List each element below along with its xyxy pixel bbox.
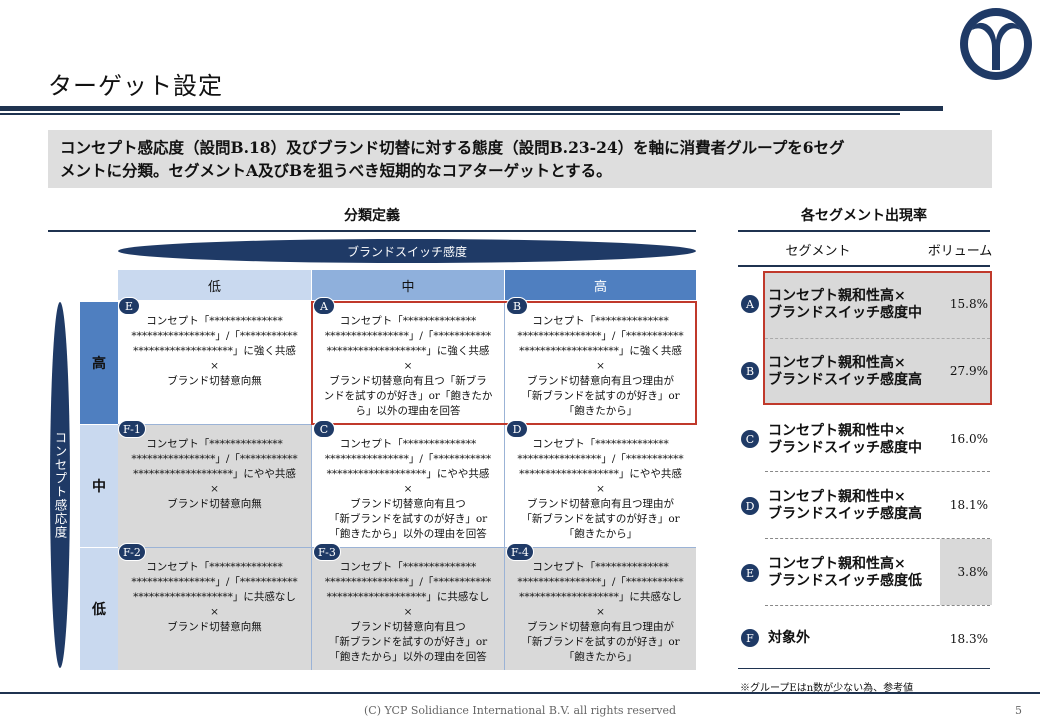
segment-cell-text: コンセプト「************** ****************」/「…	[323, 315, 493, 417]
segment-cell-text: コンセプト「************** ****************」/「…	[131, 561, 298, 633]
segment-badge-E: E	[741, 564, 759, 582]
classification-heading-rule	[48, 230, 696, 232]
classification-heading: 分類定義	[344, 208, 400, 224]
segment-badge-A: A	[741, 295, 759, 313]
summary-line-2: メントに分類。セグメントA及びBを狙うべき短期的なコアターゲットとする。	[60, 161, 612, 180]
volume-column-header: ボリューム	[927, 244, 993, 259]
title-rule-thin	[0, 113, 900, 115]
segment-cell-F1: コンセプト「************** ****************」/「…	[118, 425, 311, 547]
segment-cell-F2: コンセプト「************** ****************」/「…	[118, 548, 311, 670]
segment-badge-B: B	[741, 362, 759, 380]
segment-volume-A: 15.8%	[949, 297, 988, 311]
segment-cell-E: コンセプト「************** ****************」/「…	[118, 302, 311, 424]
segment-cell-text: コンセプト「************** ****************」/「…	[517, 561, 684, 663]
grid-line	[311, 302, 312, 670]
segment-badge-D: D	[741, 497, 759, 515]
segment-label-E: コンセプト親和性高× ブランドスイッチ感度低	[768, 556, 922, 589]
copyright: (C) YCP Solidiance International B.V. al…	[363, 704, 677, 717]
row-divider	[765, 605, 990, 606]
segment-cell-D: コンセプト「************** ****************」/「…	[505, 425, 696, 547]
segment-cell-text: コンセプト「************** ****************」/「…	[131, 315, 298, 387]
segment-label-B: コンセプト親和性高× ブランドスイッチ感度高	[768, 355, 922, 388]
segment-cell-F3: コンセプト「************** ****************」/「…	[312, 548, 504, 670]
grid-line	[504, 302, 505, 670]
segment-volume-C: 16.0%	[949, 432, 988, 446]
badge-F4: F-4	[506, 543, 534, 561]
row-divider	[765, 471, 990, 472]
column-header-mid: 中	[312, 270, 504, 300]
column-header-low: 低	[118, 270, 311, 300]
segment-share-heading-rule	[738, 230, 990, 232]
row-divider	[765, 338, 990, 339]
badge-F2: F-2	[118, 543, 146, 561]
segment-table-header-rule	[738, 265, 990, 267]
badge-D: D	[506, 420, 528, 438]
segment-label-C: コンセプト親和性中× ブランドスイッチ感度中	[768, 423, 922, 456]
row-header-high: 高	[80, 302, 118, 424]
core-target-highlight	[311, 301, 697, 425]
segment-cell-A: コンセプト「************** ****************」/「…	[312, 302, 504, 424]
column-header-high: 高	[505, 270, 696, 300]
summary-line-1: コンセプト感応度（設問B.18）及びブランド切替に対する態度（設問B.23-24…	[60, 138, 845, 157]
segment-cell-text: コンセプト「************** ****************」/「…	[131, 438, 298, 510]
page-title: ターゲット設定	[48, 72, 223, 100]
brand-switch-axis: ブランドスイッチ感度	[118, 239, 696, 263]
segment-cell-C: コンセプト「************** ****************」/「…	[312, 425, 504, 547]
segment-column-header: セグメント	[785, 244, 851, 259]
badge-E: E	[118, 297, 140, 315]
segment-volume-B: 27.9%	[949, 364, 988, 378]
footer-rule	[0, 692, 1040, 694]
segment-label-F: 対象外	[768, 630, 810, 646]
row-header-mid: 中	[80, 425, 118, 547]
grid-line	[118, 547, 696, 548]
segment-badge-F: F	[741, 629, 759, 647]
footnote: ※グループEはn数が少ない為、参考値	[740, 683, 914, 694]
badge-F1: F-1	[118, 420, 146, 438]
segment-volume-D: 18.1%	[949, 498, 988, 512]
segment-cell-F4: コンセプト「************** ****************」/「…	[505, 548, 696, 670]
segment-cell-text: コンセプト「************** ****************」/「…	[517, 315, 684, 417]
segment-share-heading: 各セグメント出現率	[801, 208, 927, 224]
segment-badge-C: C	[741, 430, 759, 448]
company-logo	[956, 4, 1036, 84]
badge-B: B	[506, 297, 528, 315]
segment-volume-E: 3.8%	[957, 565, 989, 579]
badge-C: C	[313, 420, 335, 438]
summary-box: コンセプト感応度（設問B.18）及びブランド切替に対する態度（設問B.23-24…	[48, 130, 992, 188]
segment-table-bottom-rule	[738, 668, 990, 669]
row-divider	[765, 538, 990, 539]
segment-cell-text: コンセプト「************** ****************」/「…	[324, 561, 492, 663]
segment-cell-text: コンセプト「************** ****************」/「…	[517, 438, 684, 540]
segment-label-D: コンセプト親和性中× ブランドスイッチ感度高	[768, 489, 922, 522]
row-header-low: 低	[80, 548, 118, 670]
page-number: 5	[1015, 704, 1022, 717]
segment-cell-text: コンセプト「************** ****************」/「…	[324, 438, 492, 540]
badge-F3: F-3	[313, 543, 341, 561]
title-rule-thick	[0, 106, 943, 111]
segment-label-A: コンセプト親和性高× ブランドスイッチ感度中	[768, 288, 922, 321]
badge-A: A	[313, 297, 335, 315]
segment-cell-B: コンセプト「************** ****************」/「…	[505, 302, 696, 424]
concept-sensitivity-axis: コンセプト感応度	[50, 302, 70, 668]
segment-volume-F: 18.3%	[949, 632, 988, 646]
segment-E-volume-shade	[940, 539, 992, 605]
